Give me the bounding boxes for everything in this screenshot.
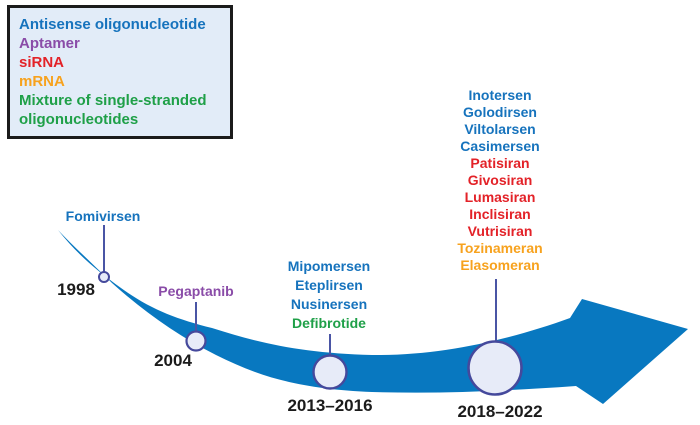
drug-label-elasomeran: Elasomeran (460, 257, 540, 273)
legend-item-sirna: siRNA (19, 54, 65, 71)
drug-label-viltolarsen: Viltolarsen (464, 121, 536, 137)
drug-label-vutrisiran: Vutrisiran (467, 223, 533, 239)
drug-label-fomivirsen: Fomivirsen (65, 208, 141, 224)
legend-item-mixture: Mixture of single-stranded oligonucleoti… (19, 92, 207, 128)
legend-box: Antisense oligonucleotide Aptamer siRNA … (7, 5, 233, 139)
year-label-2018-2022: 2018–2022 (457, 402, 543, 421)
node-2013-2016 (312, 354, 348, 390)
drug-label-lumasiran: Lumasiran (464, 189, 536, 205)
year-label-1998: 1998 (57, 280, 95, 299)
drug-label-mipomersen: Mipomersen (287, 258, 371, 274)
drug-label-tozinameran: Tozinameran (457, 240, 543, 256)
drug-label-nusinersen: Nusinersen (290, 296, 368, 312)
drug-label-golodirsen: Golodirsen (463, 104, 537, 120)
year-label-2013-2016: 2013–2016 (287, 396, 373, 415)
node-2018-2022 (467, 340, 523, 396)
legend-item-antisense-oligonucleotide: Antisense oligonucleotide (19, 16, 206, 33)
node-1998 (98, 271, 110, 283)
drug-label-patisiran: Patisiran (470, 155, 530, 171)
drug-label-pegaptanib: Pegaptanib (158, 283, 234, 299)
node-2004 (185, 330, 207, 352)
timeline-arrow (58, 230, 688, 404)
drug-label-defibrotide: Defibrotide (292, 315, 366, 331)
year-label-2004: 2004 (154, 351, 192, 370)
drug-label-givosiran: Givosiran (467, 172, 533, 188)
drug-label-casimersen: Casimersen (460, 138, 540, 154)
drug-list-2013-2016: Mipomersen Eteplirsen Nusinersen Defibro… (249, 257, 409, 333)
legend-item-mrna: mRNA (19, 73, 65, 90)
drug-label-inclisiran: Inclisiran (469, 206, 531, 222)
legend-item-aptamer: Aptamer (19, 35, 80, 52)
drug-label-inotersen: Inotersen (468, 87, 532, 103)
drug-label-eteplirsen: Eteplirsen (295, 277, 363, 293)
drug-list-2018-2022: Inotersen Golodirsen Viltolarsen Casimer… (410, 87, 590, 274)
